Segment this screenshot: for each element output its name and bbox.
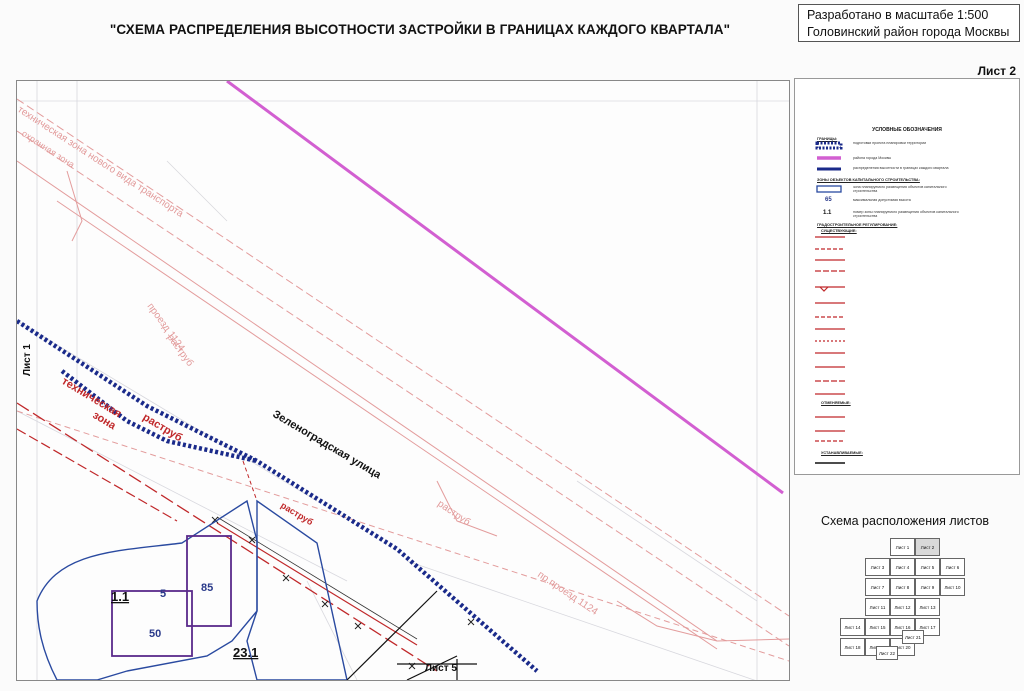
- sheet5-label: Лист 5: [425, 663, 457, 674]
- sheet-cell-13: Лист 13: [915, 598, 940, 616]
- sheet-cell-10: Лист 10: [940, 578, 965, 596]
- height-value-50: 50: [149, 628, 161, 640]
- sheet-cell-3: Лист 3: [865, 558, 890, 576]
- sheet-cell-5: Лист 5: [915, 558, 940, 576]
- sheet-cell-15: Лист 15: [865, 618, 890, 636]
- sheet-scheme-grid: Лист 1 Лист 2 Лист 3 Лист 4 Лист 5 Лист …: [836, 538, 986, 668]
- buildings: [111, 535, 232, 657]
- sheet-cell-22: Лист 22: [876, 646, 898, 660]
- building-50: [111, 590, 193, 657]
- rostrub-label-right: раструб: [435, 498, 473, 529]
- district-line: Головинский район города Москвы: [807, 25, 1010, 39]
- sheet-number: Лист 2: [977, 64, 1016, 78]
- sheet-cell-12: Лист 12: [890, 598, 915, 616]
- legend-panel: УСЛОВНЫЕ ОБОЗНАЧЕНИЯ ГРАНИЦЫ: подг: [794, 78, 1020, 475]
- sheet-cell-9: Лист 9: [915, 578, 940, 596]
- legend-section-existing: СУЩЕСТВУЮЩИЕ:: [821, 229, 857, 233]
- legend-item-zone-number: номер зоны планируемого размещения объек…: [853, 210, 959, 218]
- sheet-cell-4: Лист 4: [890, 558, 915, 576]
- legend-title: УСЛОВНЫЕ ОБОЗНАЧЕНИЯ: [872, 127, 942, 133]
- legend-section-boundaries: ГРАНИЦЫ:: [817, 137, 838, 141]
- legend-item-project-territory: подготовки проекта планировки территории: [853, 141, 927, 145]
- transport-zone-lines: [17, 98, 789, 662]
- sheet-cell-2: Лист 2: [915, 538, 940, 556]
- scale-info-box: Разработано в масштабе 1:500 Головинский…: [798, 4, 1020, 42]
- sheet-cell-18: Лист 18: [840, 638, 865, 656]
- sheet-cell-14: Лист 14: [840, 618, 865, 636]
- height-value-85: 85: [201, 582, 213, 594]
- legend-section-regulation: ГРАДОСТРОИТЕЛЬНОЕ РЕГУЛИРОВАНИЕ:: [817, 223, 898, 227]
- legend-item-max-height: максимальная допустимая высота: [853, 198, 911, 202]
- sheet1-label: Лист 1: [22, 344, 33, 376]
- legend-value-zone-number: 1.1: [823, 210, 832, 216]
- sheet-cell-1: Лист 1: [890, 538, 915, 556]
- street-label: Зеленоградская улица: [270, 408, 383, 481]
- height-value-5: 5: [160, 588, 166, 600]
- sheet-cell-11: Лист 11: [865, 598, 890, 616]
- red-lines: [17, 402, 475, 672]
- building-85: [186, 535, 232, 627]
- sheet-cell-7: Лист 7: [865, 578, 890, 596]
- sheet-cell-21: Лист 21: [902, 630, 924, 644]
- transport-zone-label: техническая зона нового вида транспорта: [17, 104, 185, 220]
- legend-symbols: [815, 141, 845, 464]
- sheet-boundary-lines: [346, 590, 477, 680]
- project-boundary: [17, 319, 539, 673]
- legend-value-65: 65: [825, 197, 832, 203]
- sheet-cell-6: Лист 6: [940, 558, 965, 576]
- scale-line: Разработано в масштабе 1:500: [807, 8, 989, 22]
- sheet-scheme-title: Схема расположения листов: [820, 514, 990, 528]
- map-canvas: Зеленоградская улица проезд 1124 раструб…: [16, 80, 790, 681]
- legend-item-zone: зона планируемого размещения объектов ка…: [853, 185, 947, 193]
- legend-item-height-distribution: распределения высотности в границах кажд…: [853, 166, 949, 170]
- legend-item-district-boundary: района города Москвы: [853, 156, 892, 160]
- passage-label-right: пр.проезд 1124: [535, 569, 600, 618]
- legend-section-established: УСТАНАВЛИВАЕМЫЕ:: [821, 451, 863, 455]
- height-zones: [36, 499, 348, 680]
- rostrub-label-small: раструб: [279, 500, 315, 527]
- legend-section-cancelled: ОТМЕНЯЕМЫЕ:: [821, 401, 851, 405]
- quarter-label-2: 23.1: [233, 645, 258, 660]
- district-boundary-line: [226, 81, 784, 495]
- map-title: "СХЕМА РАСПРЕДЕЛЕНИЯ ВЫСОТНОСТИ ЗАСТРОЙК…: [109, 22, 731, 37]
- techzone-label: техническая: [59, 375, 123, 420]
- quarter-label-1: 1.1: [111, 589, 129, 604]
- sheet-cell-8: Лист 8: [890, 578, 915, 596]
- legend-section-zones: ЗОНЫ ОБЪЕКТОВ КАПИТАЛЬНОГО СТРОИТЕЛЬСТВА…: [817, 178, 920, 182]
